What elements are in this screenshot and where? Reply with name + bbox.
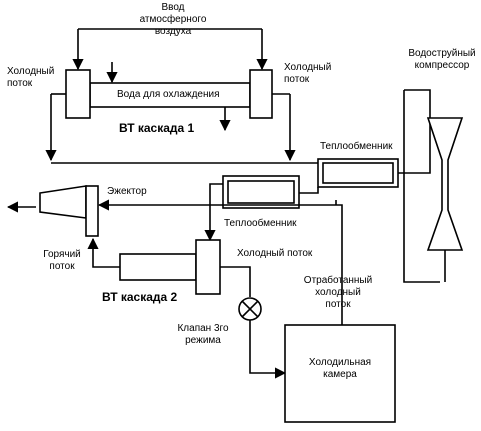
hx-to-compressor-top [398, 89, 431, 174]
ejector-nozzle [39, 185, 87, 219]
spent-flow-to-ejector [97, 199, 343, 325]
heat-exchanger-mid-inner [227, 180, 295, 204]
label-cold-chamber: Холодильная камера [308, 357, 372, 380]
label-heat-exchanger-top: Теплообменник [320, 141, 393, 152]
cold-chamber [284, 324, 396, 423]
hx-mid-top-link [204, 183, 223, 242]
hot-flow-line [87, 237, 120, 268]
label-heat-exchanger-mid: Теплообменник [224, 218, 297, 229]
vt2-chamber [195, 239, 221, 295]
heat-exchanger-top-inner [322, 162, 394, 184]
label-atm-air-inlet: Ввод атмосферного воздуха [139, 2, 207, 37]
vt2-tube [119, 253, 197, 281]
label-hot-flow: Горячий поток [43, 249, 81, 272]
vt1-right-chamber [249, 69, 273, 119]
ejector-body [85, 185, 99, 237]
label-ejector: Эжектор [107, 186, 147, 197]
valve-to-chamber [249, 320, 287, 379]
label-cold-flow-left: Холодный поток [7, 66, 55, 89]
vt2-cold-line [220, 266, 251, 297]
label-vt-stage-1: ВТ каскада 1 [119, 121, 195, 135]
hx-mid-right-link [299, 187, 319, 194]
label-cold-flow-stage2: Холодный поток [237, 248, 313, 259]
label-water-jet-compressor: Водоструйный компрессор [408, 48, 476, 71]
compressor-return [403, 90, 440, 283]
vt1-left-chamber [65, 69, 91, 119]
label-cold-flow-right: Холодный поток [284, 62, 332, 85]
label-vt-stage-2: ВТ каскада 2 [102, 290, 178, 304]
label-valve-mode3: Клапан 3го режима [177, 323, 229, 346]
water-jet-compressor [426, 117, 464, 251]
label-cooling-water: Вода для охлаждения [117, 89, 220, 100]
label-spent-cold-flow: Отработанный холодный поток [303, 275, 373, 310]
valve-cross-b [241, 300, 259, 318]
